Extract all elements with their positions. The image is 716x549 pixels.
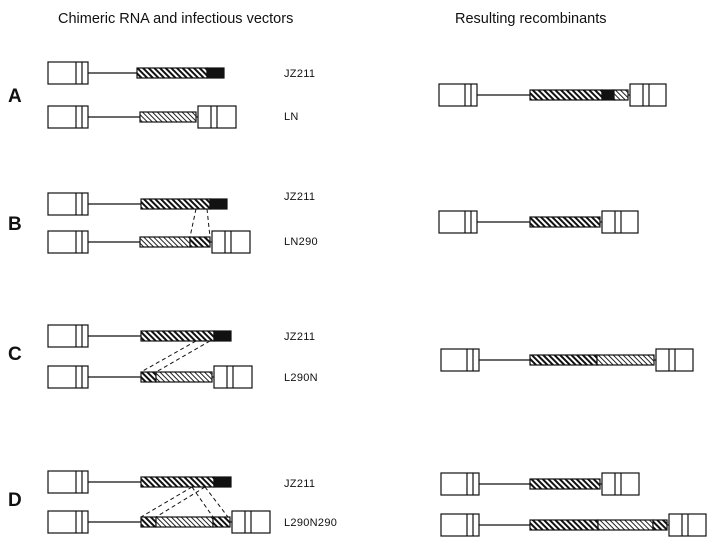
row-b-vector2-label: LN290 xyxy=(284,236,318,248)
row-label-a: A xyxy=(8,86,22,107)
row-b-crossover-lines xyxy=(189,208,211,238)
row-d-vector1-construct xyxy=(47,470,232,494)
row-a-recombinant xyxy=(438,83,667,107)
row-c-vector1-label: JZ211 xyxy=(284,331,316,343)
row-b-vector2-construct xyxy=(47,230,251,254)
row-c-vector2-construct xyxy=(47,365,253,389)
row-d-crossover-lines xyxy=(140,486,229,518)
row-d-vector2-construct xyxy=(47,510,271,534)
row-b-vector1-label: JZ211 xyxy=(284,191,316,203)
row-d-vector2-label: L290N290 xyxy=(284,517,338,529)
row-c-vector2-label: L290N xyxy=(284,372,318,384)
row-b-vector1-construct xyxy=(47,192,228,216)
row-c-crossover-lines xyxy=(140,340,211,373)
row-d-vector1-label: JZ211 xyxy=(284,478,316,490)
row-c-vector1-construct xyxy=(47,324,232,348)
row-a-vector1-construct xyxy=(47,61,225,85)
row-d-recombinant-1 xyxy=(440,472,640,496)
row-d-recombinant-2 xyxy=(440,513,707,537)
row-a-vector2-construct xyxy=(47,105,237,129)
left-column-header: Chimeric RNA and infectious vectors xyxy=(58,11,294,27)
row-label-d: D xyxy=(8,490,22,511)
row-b-recombinant xyxy=(438,210,639,234)
row-a-vector1-label: JZ211 xyxy=(284,68,316,80)
row-label-c: C xyxy=(8,344,22,365)
right-column-header: Resulting recombinants xyxy=(455,11,607,27)
row-label-b: B xyxy=(8,214,22,235)
row-a-vector2-label: LN xyxy=(284,111,299,123)
row-c-recombinant xyxy=(440,348,694,372)
